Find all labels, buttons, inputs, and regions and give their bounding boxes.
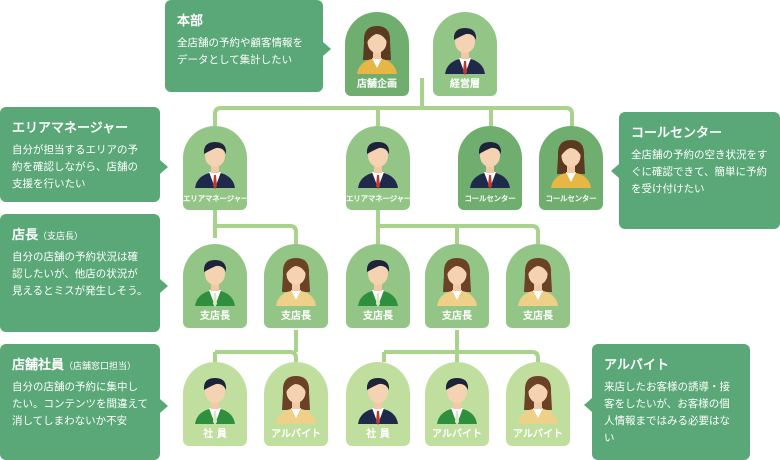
node-label: 店舗企画 [357,79,397,90]
callout-title: 本部 [177,14,204,29]
callout-pointer [584,398,592,412]
node-label: エリアマネージャー [183,194,247,203]
callout-title: 店長（支店長） [12,224,148,243]
node-label: 支店長 [442,311,472,322]
callout-title: アルバイト [604,358,669,373]
callout-description: 全店舗の予約や顧客情報をデータとして集計したい [177,37,303,66]
callout-description: 自分が担当するエリアの予約を確認しながら、店舗の支援を行いたい [12,144,138,190]
node-label: 社 員 [366,429,390,440]
callout-title-note: （店舗窓口担当） [64,362,137,372]
node-employee-1: 社 員 [183,362,247,446]
node-employee-2: 社 員 [346,362,410,446]
callout-staff: 店舗社員（店舗窓口担当） 自分の店舗の予約に集中したい。コンテンツを間違えて消し… [0,344,160,460]
callout-arubaito: アルバイト 来店したお客様の誘導・接客をしたいが、お客様の個人情報まではみる必要… [592,344,750,460]
callout-title-note: （支店長） [38,232,84,242]
callout-area-manager: エリアマネージャー 自分が担当するエリアの予約を確認しながら、店舗の支援を行いた… [0,107,160,202]
node-branch-manager-4: 支店長 [425,244,489,328]
callout-title-text: 店舗社員 [12,358,65,373]
callout-title-text: 店長 [12,228,39,243]
node-label: アルバイト [432,429,482,440]
callout-description: 自分の店舗の予約状況は確認したいが、他店の状況が見えるとミスが発生しそう。 [12,251,148,297]
node-area-manager-2: エリアマネージャー [346,126,410,210]
node-branch-manager-1: 支店長 [183,244,247,328]
node-label: アルバイト [271,429,321,440]
node-label: エリアマネージャー [346,194,410,203]
node-label: 支店長 [523,311,553,322]
node-area-manager-1: エリアマネージャー [183,126,247,210]
callout-tencho: 店長（支店長） 自分の店舗の予約状況は確認したいが、他店の状況が見えるとミスが発… [0,214,160,332]
node-management: 経営層 [433,12,497,96]
node-label: アルバイト [513,429,563,440]
node-label: 支店長 [281,311,311,322]
callout-title: エリアマネージャー [12,121,129,136]
callout-pointer [160,160,168,174]
callout-call-center: コールセンター 全店舗の予約の空き状況をすぐに確認できて、簡単に予約を受け付けた… [619,112,780,229]
node-part-timer-1: アルバイト [264,362,328,446]
node-branch-manager-5: 支店長 [506,244,570,328]
node-call-center-1: コールセンター [458,126,522,210]
node-label: コールセンター [464,194,516,203]
callout-pointer [323,42,331,56]
node-label: コールセンター [545,194,597,203]
callout-pointer [611,164,619,178]
node-label: 支店長 [363,311,393,322]
node-branch-manager-3: 支店長 [346,244,410,328]
callout-pointer [160,279,168,293]
node-part-timer-3: アルバイト [506,362,570,446]
callout-title: コールセンター [631,126,723,141]
callout-honbu: 本部 全店舗の予約や顧客情報をデータとして集計したい [165,0,323,92]
callout-title: 店舗社員（店舗窓口担当） [12,354,148,373]
callout-description: 来店したお客様の誘導・接客をしたいが、お客様の個人情報まではみる必要はない [604,381,730,444]
node-part-timer-2: アルバイト [425,362,489,446]
callout-description: 全店舗の予約の空き状況をすぐに確認できて、簡単に予約を受け付けたい [631,149,768,195]
node-label: 経営層 [450,79,480,90]
callout-description: 自分の店舗の予約に集中したい。コンテンツを間違えて消してしまわないか不安 [12,381,148,427]
node-label: 社 員 [203,429,227,440]
node-store-planning: 店舗企画 [345,12,409,96]
node-label: 支店長 [200,311,230,322]
node-branch-manager-2: 支店長 [264,244,328,328]
callout-pointer [160,399,168,413]
node-call-center-2: コールセンター [539,126,603,210]
